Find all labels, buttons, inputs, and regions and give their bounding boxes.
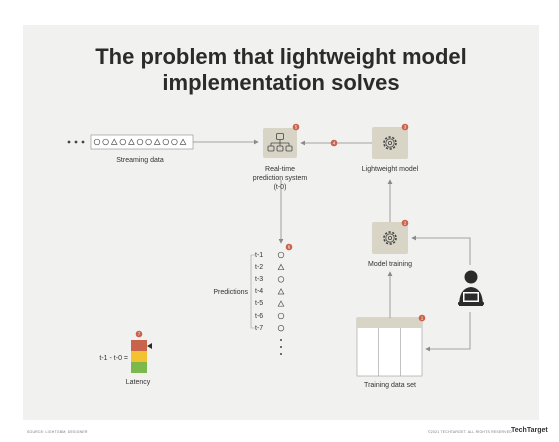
footer-source: SOURCE: LIGHTGBM; DESIGNER [27, 430, 88, 434]
step-badge-2: 2 [401, 219, 409, 227]
prediction-circle-icon [277, 251, 285, 259]
title-line-1: The problem that lightweight model [95, 44, 467, 69]
step-badge-4: 4 [330, 139, 338, 147]
stream-circle-icon [162, 138, 169, 146]
stream-circle-icon [136, 138, 144, 146]
streaming-data-label: Streaming data [116, 157, 164, 164]
realtime-label-line-3: (t-0) [273, 184, 287, 191]
prediction-time-label: t-4 [255, 288, 264, 296]
step-badge-6: 6 [285, 243, 293, 251]
latency-segment [131, 351, 147, 362]
stream-circle-icon [119, 138, 126, 146]
step-badge-7: 7 [135, 330, 143, 338]
stream-triangle-icon [179, 138, 187, 145]
step-badges: 1 2 3 4 5 6 7 [135, 123, 426, 338]
prediction-circle-icon [277, 276, 285, 283]
step-badge-number: 6 [288, 245, 291, 250]
predictions-bracket [250, 254, 255, 329]
latency-formula: t-1 - t-0 = [99, 355, 128, 362]
person-laptop-icon [458, 270, 484, 306]
stream-circle-icon [171, 138, 178, 146]
prediction-time-label: t-5 [255, 300, 264, 308]
gear-icon [383, 136, 397, 150]
streaming-data-shapes [93, 138, 187, 146]
gear-icon [383, 231, 397, 245]
realtime-label: Real-time prediction system (t-0) [240, 165, 320, 192]
step-badge-3: 3 [401, 123, 409, 131]
step-badge-number: 5 [295, 125, 298, 130]
diagram-title: The problem that lightweight model imple… [23, 44, 539, 96]
stream-circle-icon [145, 138, 152, 146]
prediction-time-label: t-6 [255, 312, 264, 320]
arrow-person-to-dataset [425, 312, 471, 352]
step-badge-number: 7 [138, 332, 141, 337]
predictions-label: Predictions [213, 289, 248, 296]
predictions-ellipsis [280, 339, 282, 355]
prediction-time-label: t-2 [255, 263, 264, 271]
title-line-2: implementation solves [162, 70, 400, 95]
prediction-time-label: t-3 [255, 275, 264, 283]
stream-ellipsis [67, 140, 85, 144]
latency-pointer-icon [147, 343, 152, 349]
stream-triangle-icon [128, 138, 135, 145]
prediction-circle-icon [277, 325, 285, 332]
model-training-label: Model training [368, 261, 412, 268]
training-data-table [356, 317, 423, 377]
prediction-triangle-icon [277, 300, 285, 307]
stream-circle-icon [93, 138, 101, 146]
step-badge-1: 1 [418, 314, 426, 322]
realtime-system-node [263, 128, 297, 158]
latency-bar [131, 340, 147, 373]
step-badge-number: 4 [333, 141, 336, 146]
hierarchy-icon [267, 133, 293, 152]
step-badge-number: 2 [404, 221, 407, 226]
prediction-time-label: t-1 [255, 251, 264, 259]
step-badge-number: 1 [421, 316, 424, 321]
techtarget-logo: TechTarget [511, 427, 548, 434]
step-badge-5: 5 [292, 123, 300, 131]
footer-copyright: ©2021 TECHTARGET. ALL RIGHTS RESERVED [428, 430, 512, 434]
realtime-label-line-1: Real-time [265, 166, 295, 173]
training-data-set-label: Training data set [364, 382, 416, 389]
latency-label: Latency [125, 379, 151, 386]
latency-segment [131, 362, 147, 373]
lightweight-model-label: Lightweight model [361, 166, 419, 173]
stream-triangle-icon [110, 138, 118, 145]
latency-segment [131, 340, 147, 351]
arrow-person-to-training [411, 235, 471, 265]
stream-triangle-icon [153, 138, 161, 145]
prediction-circle-icon [277, 312, 285, 320]
model-training-node [372, 222, 408, 254]
streaming-data-box [90, 134, 194, 150]
prediction-shapes [277, 251, 285, 332]
stream-circle-icon [102, 138, 109, 146]
lightweight-model-node [372, 127, 408, 159]
realtime-label-line-2: prediction system [252, 175, 308, 182]
prediction-time-label: t-7 [255, 324, 264, 332]
prediction-triangle-icon [277, 288, 285, 295]
prediction-triangle-icon [277, 263, 285, 270]
step-badge-number: 3 [404, 125, 407, 130]
